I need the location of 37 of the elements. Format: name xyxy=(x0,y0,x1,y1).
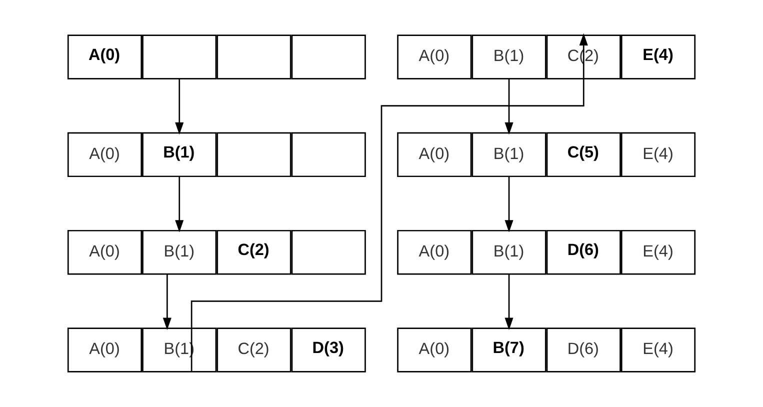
node-box: D(6) xyxy=(546,230,621,275)
node-box: C(5) xyxy=(546,132,621,178)
node-box: A(0) xyxy=(67,230,142,275)
node-box: E(4) xyxy=(620,132,696,178)
node-box: C(2) xyxy=(216,328,292,372)
node-box xyxy=(142,34,217,80)
node-box xyxy=(291,132,366,178)
node-box: A(0) xyxy=(397,34,472,80)
node-box: B(1) xyxy=(472,132,546,178)
node-box xyxy=(291,34,366,80)
arrow xyxy=(175,176,184,232)
node-box: A(0) xyxy=(67,34,142,80)
node-box: B(1) xyxy=(472,34,546,80)
node-box: B(1) xyxy=(142,132,217,178)
arrow xyxy=(190,33,588,372)
node-box: A(0) xyxy=(397,132,472,178)
arrow xyxy=(504,176,514,232)
node-box: E(4) xyxy=(620,328,696,372)
node-box xyxy=(291,230,366,275)
node-box: B(1) xyxy=(142,230,217,275)
arrow xyxy=(175,79,184,135)
node-box: C(2) xyxy=(216,230,292,275)
node-box xyxy=(216,34,292,80)
node-box: E(4) xyxy=(620,230,696,275)
node-box xyxy=(216,132,292,178)
node-box: D(6) xyxy=(546,328,621,372)
arrow xyxy=(162,274,172,330)
node-box: D(3) xyxy=(291,328,366,372)
arrow xyxy=(504,274,514,330)
node-box: E(4) xyxy=(620,34,696,80)
node-box: A(0) xyxy=(397,230,472,275)
arrow xyxy=(504,79,514,135)
node-box: A(0) xyxy=(67,132,142,178)
node-box: A(0) xyxy=(397,328,472,372)
node-box: B(7) xyxy=(472,328,546,372)
node-box: A(0) xyxy=(67,328,142,372)
node-box: B(1) xyxy=(472,230,546,275)
